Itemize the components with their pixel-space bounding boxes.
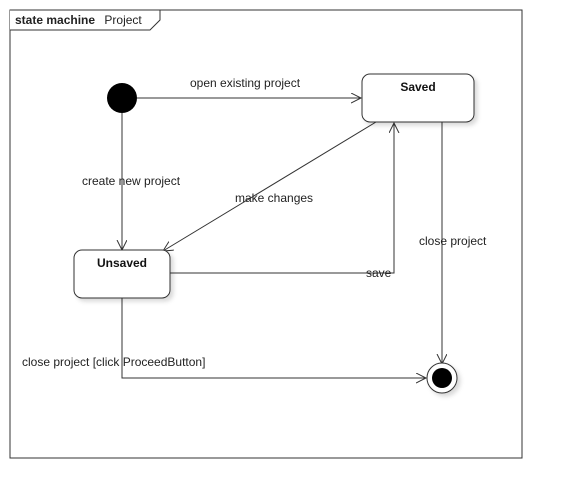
frame-tab: [10, 9, 161, 31]
label-open-existing: open existing project: [190, 76, 301, 90]
transition-make-changes[interactable]: [163, 121, 377, 251]
state-saved[interactable]: Saved: [361, 73, 475, 123]
label-make-changes: make changes: [235, 191, 313, 205]
frame-kind-label: state machine: [15, 13, 95, 27]
label-save: save: [366, 266, 392, 280]
label-close-saved: close project: [419, 234, 487, 248]
frame-name-label: Project: [104, 13, 142, 27]
transition-save[interactable]: [170, 123, 394, 274]
final-state-core[interactable]: [432, 368, 452, 388]
state-unsaved-box[interactable]: [73, 249, 171, 299]
state-unsaved[interactable]: Unsaved: [73, 249, 171, 299]
label-create-new: create new project: [82, 174, 181, 188]
label-close-unsaved: close project [click ProceedButton]: [22, 355, 205, 369]
state-saved-box[interactable]: [361, 73, 475, 123]
frame-title: state machine Project: [15, 13, 142, 27]
transition-close-unsaved[interactable]: [121, 298, 426, 378]
final-state[interactable]: [426, 362, 458, 394]
state-unsaved-label: Unsaved: [97, 256, 147, 270]
state-saved-label: Saved: [400, 80, 435, 94]
initial-state[interactable]: [107, 83, 137, 113]
